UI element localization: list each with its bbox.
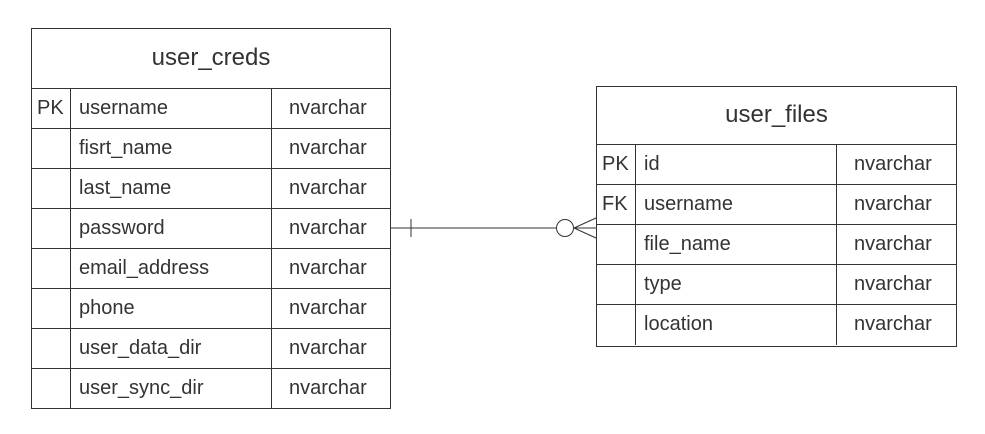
- column-type-cell: nvarchar: [289, 97, 367, 119]
- column-type-cell: nvarchar: [854, 193, 932, 215]
- entity-user-creds: user_creds PK username nvarchar fisrt_na…: [31, 28, 391, 409]
- column-name-cell: location: [636, 305, 837, 345]
- entity-title-user-creds: user_creds: [32, 29, 390, 89]
- column-type-cell: nvarchar: [289, 217, 367, 239]
- table-row: password nvarchar: [32, 209, 390, 249]
- key-cell: [32, 129, 71, 168]
- key-cell: PK: [597, 145, 636, 184]
- column-name-cell: last_name: [71, 169, 272, 208]
- column-name-cell: file_name: [636, 225, 837, 264]
- key-cell: [32, 249, 71, 288]
- table-row: last_name nvarchar: [32, 169, 390, 209]
- column-type-cell: nvarchar: [854, 273, 932, 295]
- table-row: PK username nvarchar: [32, 89, 390, 129]
- key-cell: [32, 209, 71, 248]
- entity-rows-user-creds: PK username nvarchar fisrt_name nvarchar…: [32, 89, 390, 409]
- table-row: FK username nvarchar: [597, 185, 956, 225]
- column-name-cell: type: [636, 265, 837, 304]
- column-type-cell: nvarchar: [289, 177, 367, 199]
- entity-title-user-files: user_files: [597, 87, 956, 145]
- table-row: type nvarchar: [597, 265, 956, 305]
- column-name-cell: phone: [71, 289, 272, 328]
- table-row: location nvarchar: [597, 305, 956, 345]
- entity-user-files: user_files PK id nvarchar FK username nv…: [596, 86, 957, 347]
- column-type-cell: nvarchar: [289, 377, 367, 399]
- table-row: email_address nvarchar: [32, 249, 390, 289]
- crow-foot-lower-line: [573, 227, 597, 239]
- key-cell: [597, 225, 636, 264]
- column-name-cell: email_address: [71, 249, 272, 288]
- table-row: phone nvarchar: [32, 289, 390, 329]
- column-name-cell: id: [636, 145, 837, 184]
- key-cell: PK: [32, 89, 71, 128]
- column-name-cell: password: [71, 209, 272, 248]
- table-row: file_name nvarchar: [597, 225, 956, 265]
- key-cell: [32, 369, 71, 409]
- entity-rows-user-files: PK id nvarchar FK username nvarchar file…: [597, 145, 956, 346]
- key-cell: [32, 289, 71, 328]
- column-type-cell: nvarchar: [289, 337, 367, 359]
- column-type-cell: nvarchar: [289, 137, 367, 159]
- column-type-cell: nvarchar: [289, 257, 367, 279]
- key-cell: [32, 329, 71, 368]
- table-row: fisrt_name nvarchar: [32, 129, 390, 169]
- column-type-cell: nvarchar: [854, 153, 932, 175]
- key-cell: [597, 265, 636, 304]
- column-name-cell: fisrt_name: [71, 129, 272, 168]
- column-name-cell: user_sync_dir: [71, 369, 272, 409]
- key-cell: [32, 169, 71, 208]
- column-name-cell: username: [71, 89, 272, 128]
- table-row: user_data_dir nvarchar: [32, 329, 390, 369]
- column-name-cell: username: [636, 185, 837, 224]
- key-cell: [597, 305, 636, 345]
- column-type-cell: nvarchar: [289, 297, 367, 319]
- column-type-cell: nvarchar: [854, 313, 932, 335]
- key-cell: FK: [597, 185, 636, 224]
- column-type-cell: nvarchar: [854, 233, 932, 255]
- column-name-cell: user_data_dir: [71, 329, 272, 368]
- zero-cardinality-circle: [556, 219, 574, 237]
- table-row: PK id nvarchar: [597, 145, 956, 185]
- crow-foot-upper-line: [573, 217, 597, 229]
- table-row: user_sync_dir nvarchar: [32, 369, 390, 409]
